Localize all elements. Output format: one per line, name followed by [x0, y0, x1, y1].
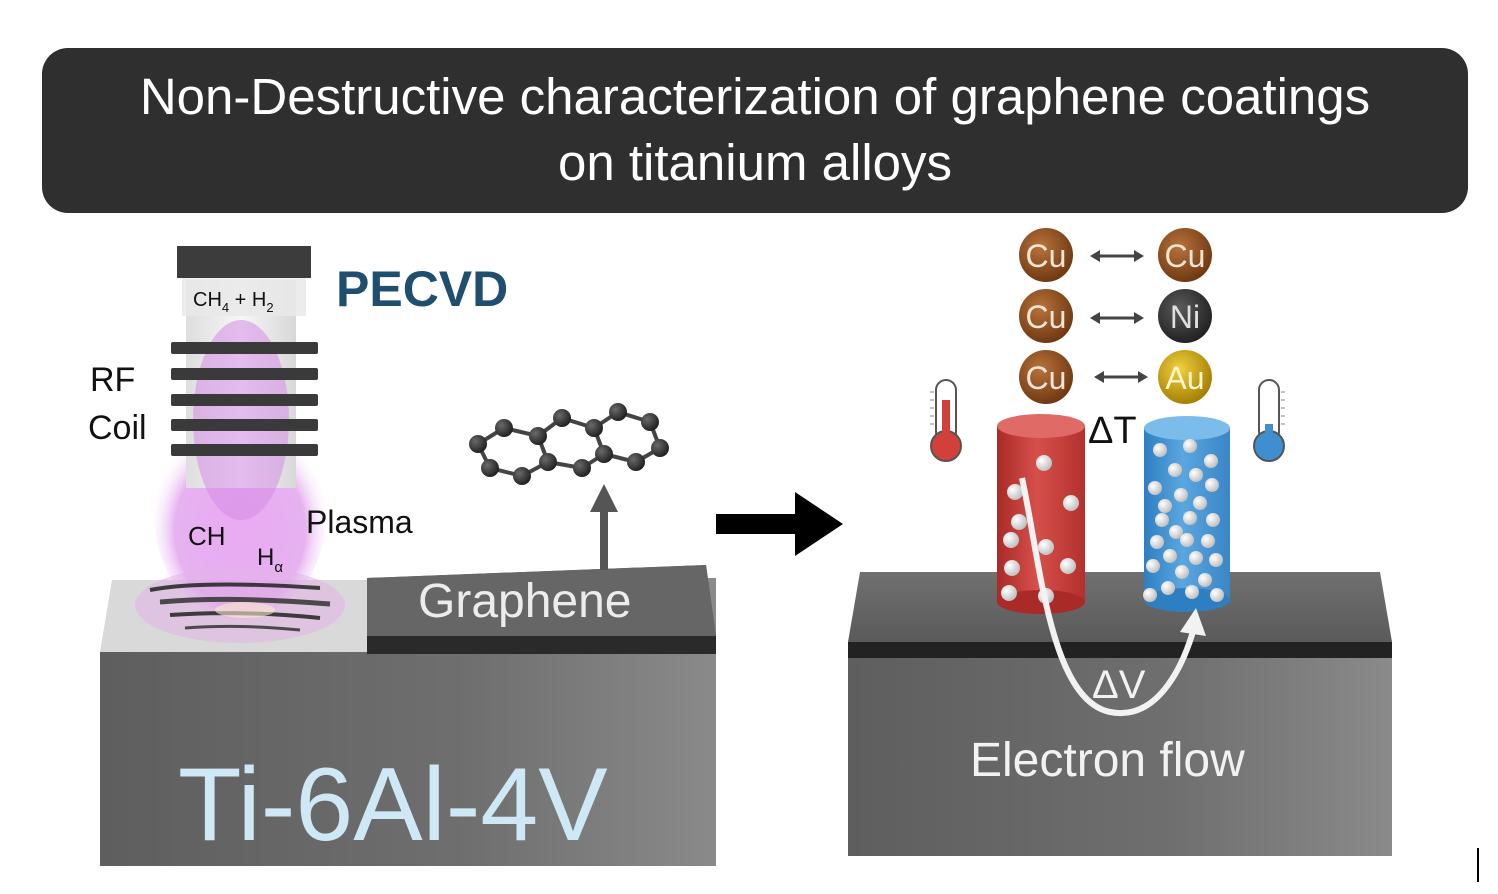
probe-3-left-label: Cu — [1026, 360, 1067, 396]
rf-coil-label-line-2: Coil — [88, 409, 147, 447]
probe-pair-cu-cu — [1019, 228, 1212, 282]
title-line-2: on titanium alloys — [557, 134, 953, 191]
electron-flow-arrow — [1019, 477, 1197, 717]
graphene-layer — [367, 565, 716, 654]
pecvd-label: PECVD — [336, 261, 508, 317]
process-arrow-icon — [716, 492, 843, 556]
substrate-label: Ti-6Al-4V — [178, 747, 608, 863]
plasma-streaks — [149, 582, 331, 632]
cold-probe-electrons — [1143, 439, 1224, 602]
copper-ball — [1019, 289, 1073, 343]
pecvd-reactor — [177, 246, 311, 520]
rf-coil — [171, 342, 318, 456]
title-line-1: Non-Destructive characterization of grap… — [139, 68, 1371, 125]
probe-3-right-label: Au — [1165, 360, 1204, 396]
hot-thermometer-icon — [930, 379, 962, 462]
species-ch-label: CH — [188, 521, 226, 551]
electron-flow-label: Electron flow — [970, 734, 1245, 787]
gas-inlet-label: CH4 + H2 — [193, 289, 274, 315]
growth-arrow-icon — [590, 484, 618, 570]
electron-flow-arrowhead — [1180, 608, 1206, 636]
cold-thermometer-icon — [1253, 379, 1285, 462]
probe-2-right-label: Ni — [1170, 299, 1200, 335]
sample-block — [848, 572, 1392, 856]
rf-coil-label-line-1: RF — [90, 361, 135, 399]
probe-1-left-label: Cu — [1026, 238, 1067, 274]
copper-ball — [1019, 228, 1073, 282]
nickel-ball — [1158, 289, 1212, 343]
probe-pair-cu-ni — [1019, 289, 1212, 343]
graphene-label: Graphene — [418, 575, 632, 628]
probe-2-left-label: Cu — [1026, 299, 1067, 335]
gold-ball — [1158, 350, 1212, 404]
copper-ball — [1158, 228, 1212, 282]
copper-ball — [1019, 350, 1073, 404]
delta-v-label: ΔV — [1092, 663, 1146, 707]
gas-inlet-cap — [177, 246, 311, 278]
graphene-atoms — [469, 403, 669, 485]
delta-t-label: ΔT — [1088, 410, 1137, 452]
probe-1-right-label: Cu — [1165, 238, 1206, 274]
plasma-label: Plasma — [306, 504, 413, 540]
probe-pair-cu-au — [1019, 350, 1212, 404]
title-banner: Non-Destructive characterization of grap… — [42, 48, 1468, 213]
double-arrow-icons — [1090, 250, 1148, 383]
